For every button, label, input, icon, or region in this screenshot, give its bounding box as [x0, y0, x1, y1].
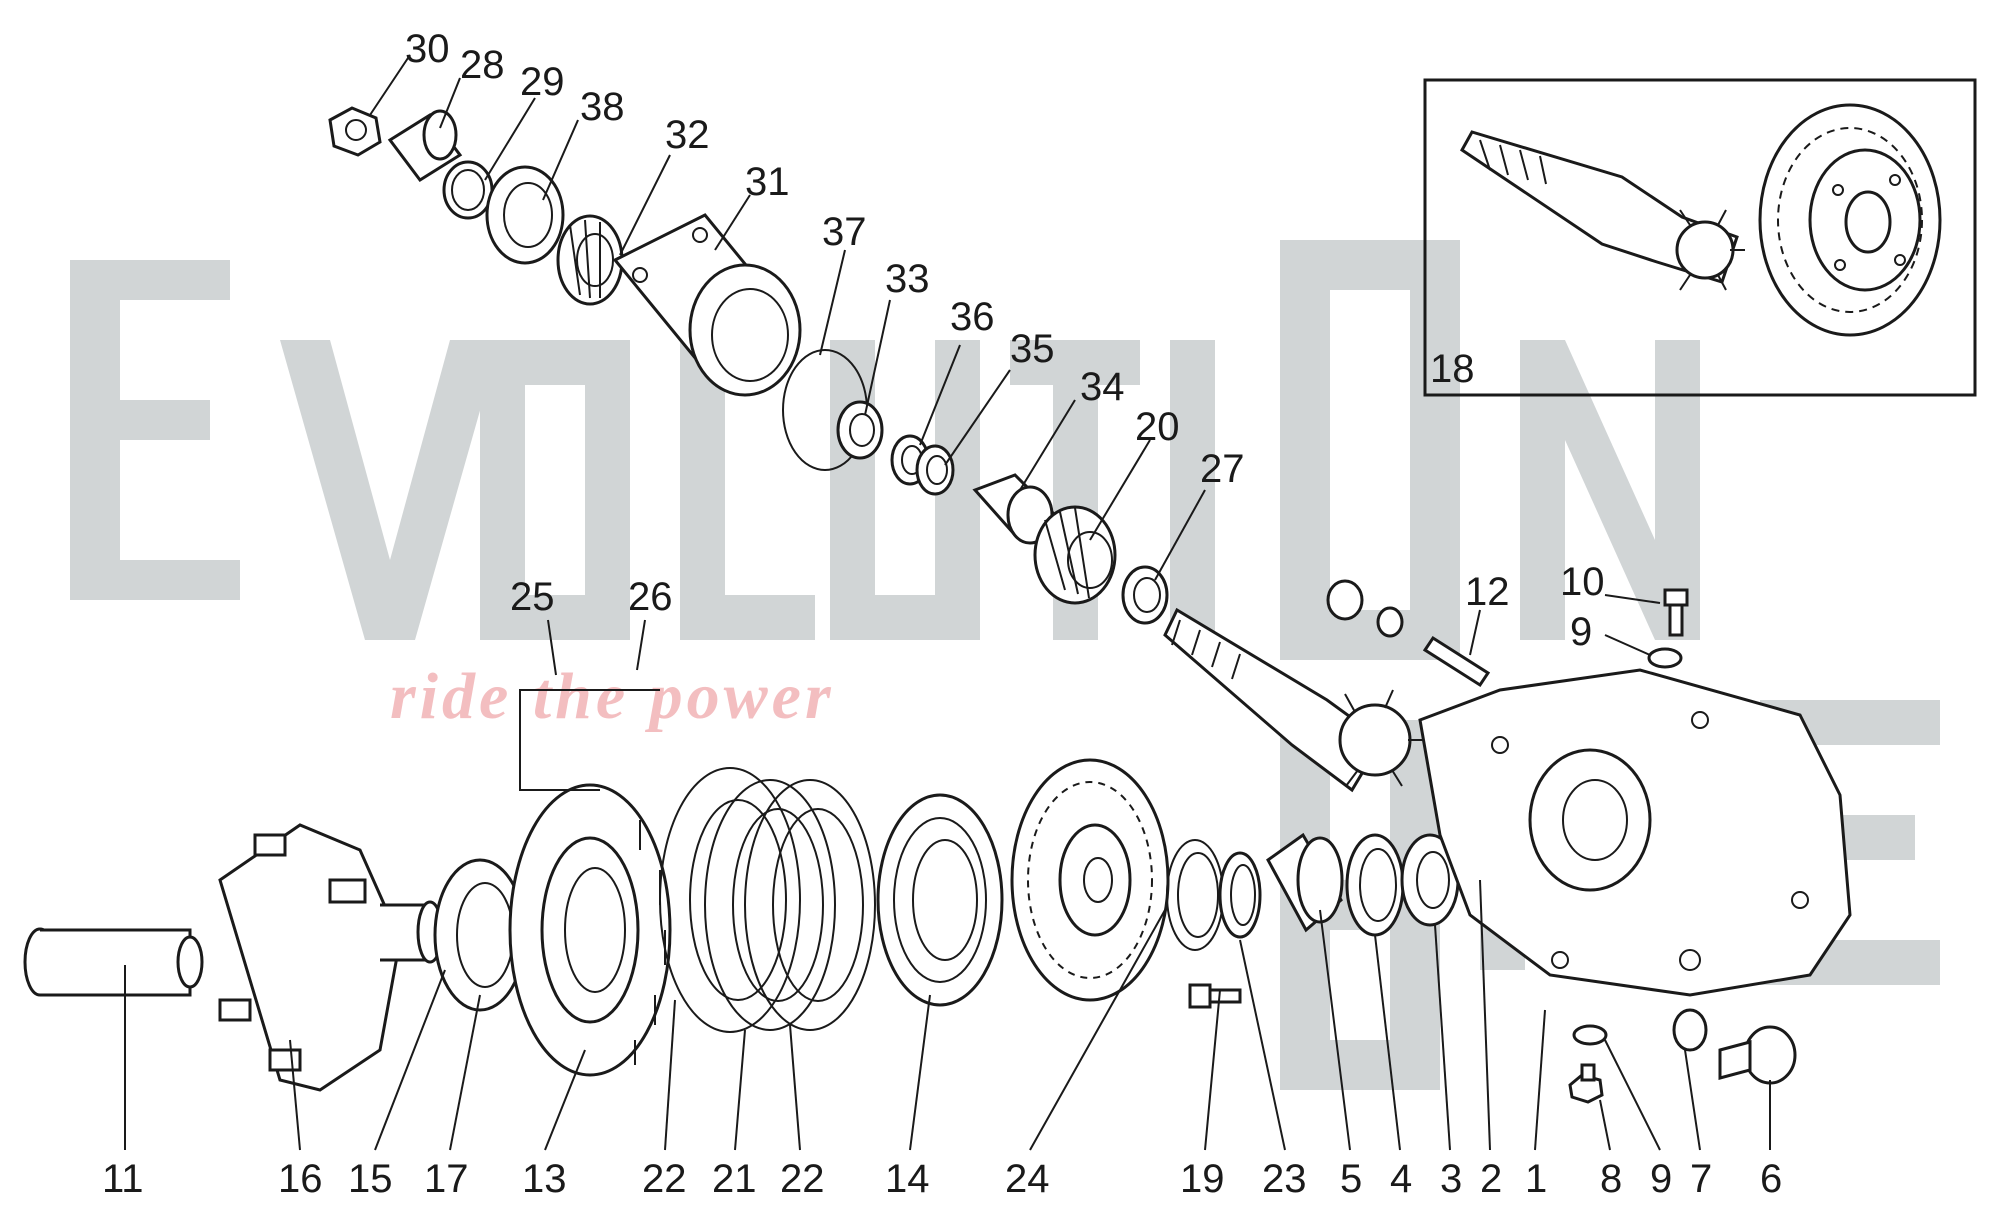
part-12-stud: [1422, 635, 1491, 688]
part-22-gasket-a: [659, 767, 801, 1033]
part-27-washer: [1121, 565, 1169, 625]
callout-27: 27: [1200, 447, 1245, 491]
part-29-ring: [442, 160, 494, 220]
callout-13: 13: [522, 1157, 567, 1201]
callout-32: 32: [665, 113, 710, 157]
callout-1: 1: [1525, 1157, 1547, 1201]
part-32-bearing: [556, 214, 624, 306]
part-5-bearing: [1266, 832, 1344, 933]
part-13-cover: [508, 783, 672, 1077]
part-8-screw: [1568, 1063, 1604, 1104]
inset-pinion-shaft: [1460, 130, 1745, 291]
callout-36: 36: [950, 295, 995, 339]
callout-2: 2: [1480, 1157, 1502, 1201]
part-7-washer: [1672, 1008, 1708, 1052]
callout-22-a: 22: [642, 1157, 687, 1201]
callout-30: 30: [405, 27, 450, 71]
part-33-washer: [836, 400, 884, 460]
callout-33: 33: [885, 257, 930, 301]
callout-3: 3: [1440, 1157, 1462, 1201]
callout-25: 25: [510, 575, 555, 619]
callout-24: 24: [1005, 1157, 1050, 1201]
pinion-shaft: [1163, 607, 1426, 793]
callout-20: 20: [1135, 405, 1180, 449]
callout-21: 21: [712, 1157, 757, 1201]
callout-12: 12: [1465, 570, 1510, 614]
part-16-hub: [218, 823, 444, 1092]
part-19-screw: [1188, 983, 1242, 1009]
part-30-nut: [328, 106, 382, 157]
callout-38: 38: [580, 85, 625, 129]
inset-box-part-18: 18: [1423, 78, 1977, 397]
callout-31: 31: [745, 160, 790, 204]
callout-8: 8: [1600, 1157, 1622, 1201]
callout-5: 5: [1340, 1157, 1362, 1201]
callout-15: 15: [348, 1157, 393, 1201]
part-6-plug: [1718, 1025, 1797, 1085]
callout-10: 10: [1560, 560, 1605, 604]
leader-lines: [124, 54, 1771, 1151]
part-9-washer-bottom: [1572, 1024, 1608, 1046]
inset-label: 18: [1430, 347, 1475, 391]
part-small-nut-washer: [1326, 579, 1404, 638]
watermark-tagline: ride the power: [390, 660, 835, 733]
part-9-washer-top: [1647, 647, 1683, 669]
callout-9-bottom: 9: [1650, 1157, 1672, 1201]
part-20-bearing: [1033, 505, 1117, 605]
inset-crown-wheel: [1758, 103, 1942, 337]
part-4-ring: [1345, 833, 1405, 937]
callout-23: 23: [1262, 1157, 1307, 1201]
callout-11: 11: [102, 1157, 144, 1201]
callout-26: 26: [628, 575, 673, 619]
callout-35: 35: [1010, 327, 1055, 371]
part-1-housing: [1418, 668, 1852, 997]
part-38-seal: [485, 165, 565, 265]
part-31-housing: [612, 213, 802, 397]
part-ring-23b: [1218, 851, 1262, 939]
callout-28: 28: [460, 43, 505, 87]
lower-parts: [23, 668, 1852, 1104]
upper-parts: [328, 106, 1689, 793]
callout-16: 16: [278, 1157, 323, 1201]
part-14-bearing: [876, 793, 1004, 1007]
part-10-screw: [1663, 588, 1689, 637]
callout-22-b: 22: [780, 1157, 825, 1201]
part-28-bearing: [387, 109, 463, 183]
callout-14: 14: [885, 1157, 930, 1201]
callout-19: 19: [1180, 1157, 1225, 1201]
callout-7: 7: [1690, 1157, 1712, 1201]
part-23-ring: [1166, 839, 1224, 951]
part-21-shim-plate: [704, 779, 836, 1031]
part-11-pin: [23, 927, 204, 997]
callout-6: 6: [1760, 1157, 1782, 1201]
callout-29: 29: [520, 60, 565, 104]
part-22-gasket-b: [744, 779, 876, 1031]
part-35-shim: [915, 444, 955, 496]
callout-9-top: 9: [1570, 610, 1592, 654]
callout-17: 17: [424, 1157, 469, 1201]
part-24-crown-wheel: [1010, 758, 1170, 1002]
callout-numbers: 30 28 29 38 32 31 37 33 36 35 34 20 27 2…: [102, 27, 1782, 1201]
callout-4: 4: [1390, 1157, 1412, 1201]
callout-34: 34: [1080, 365, 1125, 409]
callout-37: 37: [822, 210, 867, 254]
